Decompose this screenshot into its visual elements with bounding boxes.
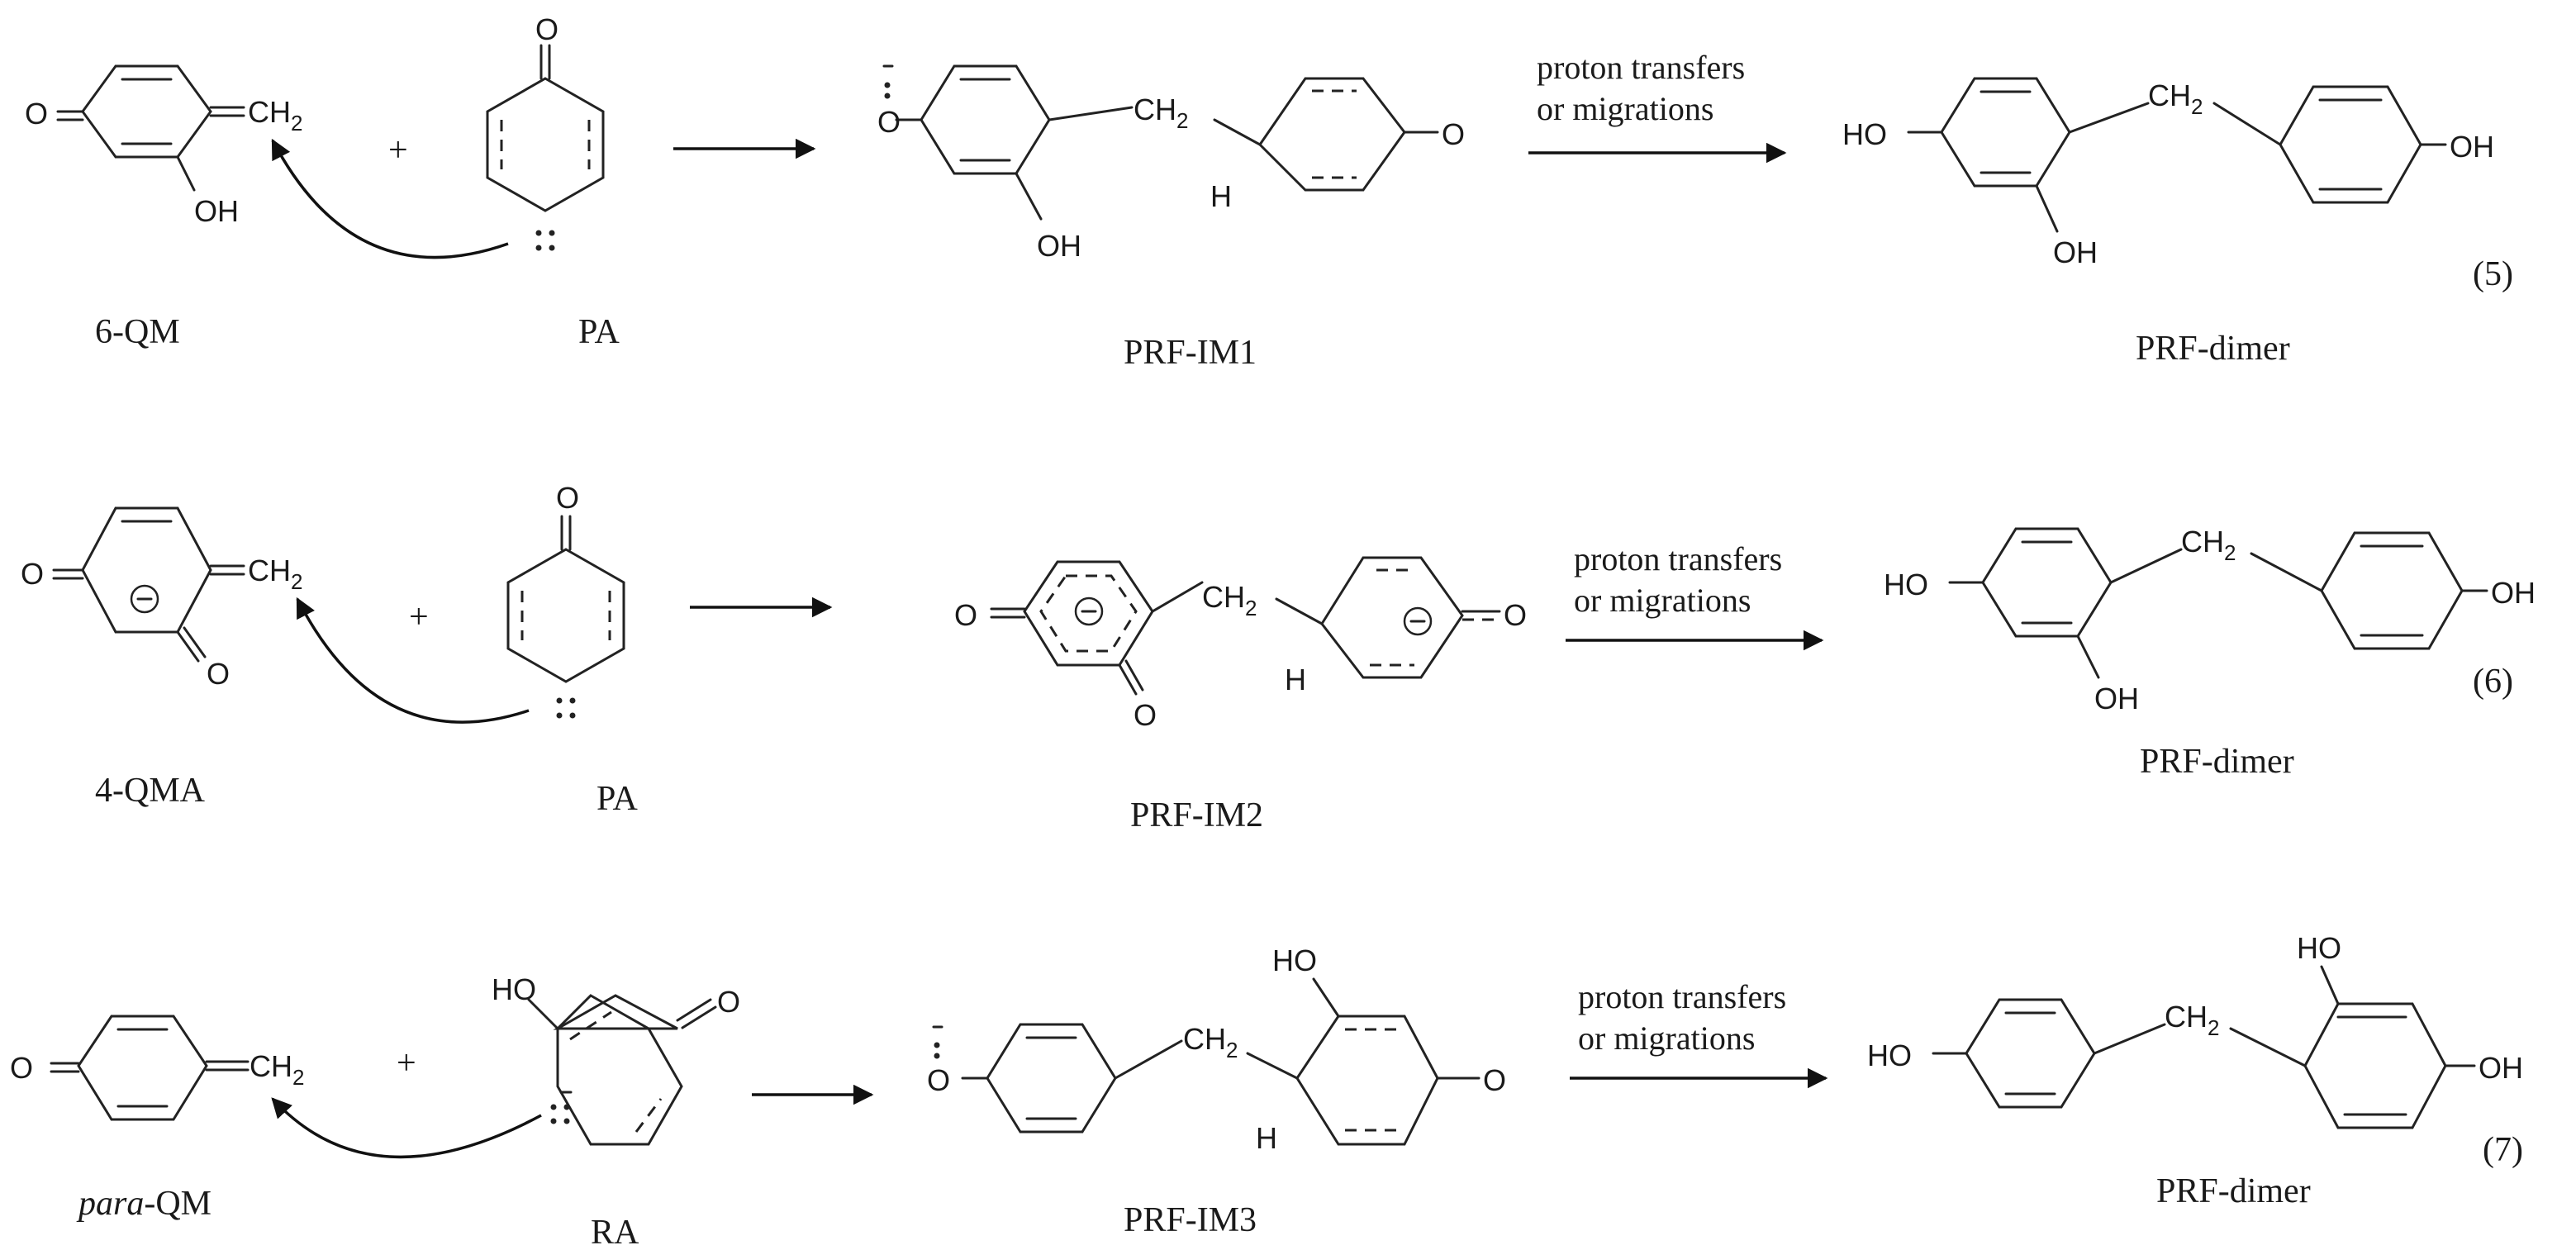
label-prf-im1: PRF-IM1	[1124, 334, 1257, 372]
label-prf-im2: PRF-IM2	[1130, 796, 1263, 834]
molecule-prf-im1: O CH2 OH H O	[877, 64, 1465, 263]
atom-o: O	[717, 985, 740, 1019]
atom-ho: HO	[1842, 117, 1887, 151]
atom-ch2: CH2	[1202, 580, 1257, 620]
equation-number: (7)	[2483, 1131, 2523, 1169]
atom-o: O	[954, 598, 977, 632]
label-prf-im3: PRF-IM3	[1124, 1201, 1257, 1239]
atom-oh: OH	[194, 194, 239, 228]
atom-o: O	[21, 557, 44, 591]
atom-h: H	[1256, 1121, 1277, 1155]
condition-line-1: proton transfers	[1537, 49, 1745, 86]
atom-oh: OH	[2094, 682, 2139, 715]
atom-ch2: CH2	[2165, 1000, 2219, 1040]
reaction-6: O CH2 O 4-QMA + O PA	[21, 481, 2536, 834]
atom-oh: OH	[1037, 229, 1081, 263]
atom-h: H	[1285, 663, 1306, 696]
condition-line-2: or migrations	[1578, 1019, 1755, 1057]
condition-line-1: proton transfers	[1578, 978, 1786, 1015]
label-pa: PA	[578, 313, 620, 351]
molecule-6-qm: O CH2 OH	[25, 64, 302, 228]
atom-ho: HO	[1272, 943, 1317, 977]
electron-push-arrow	[271, 1097, 542, 1159]
atom-o: O	[535, 12, 558, 46]
equation-number: (5)	[2473, 255, 2513, 293]
condition-line-2: or migrations	[1537, 90, 1713, 127]
atom-ch2: CH2	[248, 554, 302, 594]
atom-o: O	[1504, 598, 1527, 632]
atom-ch2: CH2	[2181, 525, 2236, 565]
reaction-7: O CH2 para-QM + HO O RA	[10, 931, 2523, 1250]
molecule-prf-dimer: HO HO CH2 OH	[1867, 931, 2523, 1129]
atom-ho: HO	[492, 972, 536, 1006]
atom-o: O	[1442, 117, 1465, 151]
label-pa: PA	[596, 780, 639, 818]
atom-o: O	[927, 1063, 950, 1097]
atom-o: O	[207, 657, 230, 691]
atom-ho: HO	[1884, 568, 1928, 601]
label-prf-dimer: PRF-dimer	[2140, 743, 2294, 781]
atom-ho: HO	[1867, 1038, 1912, 1072]
atom-oh: OH	[2450, 130, 2494, 164]
atom-ch2: CH2	[2148, 78, 2203, 119]
plus-sign: +	[409, 598, 429, 636]
condition-line-1: proton transfers	[1574, 540, 1782, 577]
molecule-prf-dimer: HO CH2 OH OH	[1884, 525, 2536, 715]
atom-ch2: CH2	[248, 95, 302, 135]
label-prf-dimer: PRF-dimer	[2136, 330, 2290, 368]
atom-oh: OH	[2053, 235, 2098, 269]
atom-ch2: CH2	[1183, 1022, 1238, 1062]
plus-sign: +	[388, 131, 408, 169]
molecule-prf-dimer: HO CH2 OH OH	[1842, 77, 2494, 269]
molecule-pa: O	[506, 481, 625, 719]
atom-h: H	[1210, 179, 1232, 213]
atom-o: O	[1134, 698, 1157, 732]
reaction-5: O CH2 OH 6-QM + O PA	[25, 12, 2513, 372]
molecule-para-qm: O CH2	[10, 1015, 304, 1121]
atom-ch2: CH2	[1134, 93, 1188, 133]
plus-sign: +	[397, 1044, 416, 1082]
atom-o: O	[10, 1051, 33, 1085]
atom-o: O	[25, 97, 48, 131]
molecule-prf-im2: O CH2 O H O	[954, 556, 1527, 732]
atom-oh: OH	[2479, 1051, 2523, 1085]
atom-o: O	[877, 105, 901, 139]
label-para-qm: para-QM	[76, 1185, 211, 1223]
atom-oh: OH	[2491, 576, 2536, 610]
electron-push-arrow	[296, 596, 530, 724]
electron-push-arrow	[271, 138, 509, 259]
molecule-pa: O	[486, 12, 605, 251]
molecule-prf-im3: HO O CH2 H O	[927, 943, 1506, 1155]
atom-o: O	[556, 481, 579, 515]
label-ra: RA	[591, 1214, 639, 1250]
molecule-4-qma: O CH2 O	[21, 506, 302, 691]
condition-line-2: or migrations	[1574, 582, 1751, 619]
atom-ho: HO	[2297, 931, 2341, 965]
atom-o: O	[1483, 1063, 1506, 1097]
label-prf-dimer: PRF-dimer	[2156, 1172, 2311, 1210]
label-4-qma: 4-QMA	[95, 772, 206, 810]
equation-number: (6)	[2473, 663, 2513, 701]
molecule-ra: HO O	[492, 972, 740, 1146]
atom-ch2: CH2	[250, 1049, 304, 1090]
label-6-qm: 6-QM	[95, 313, 180, 351]
